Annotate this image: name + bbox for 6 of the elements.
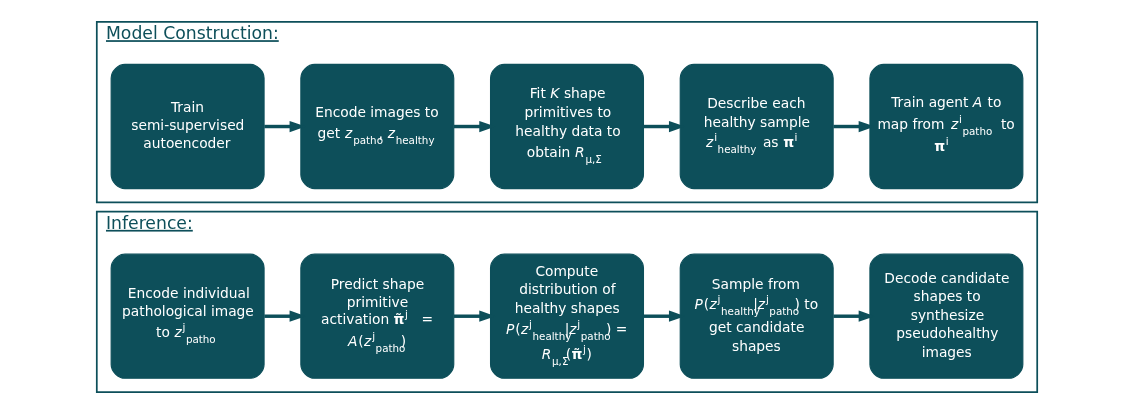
node-box: Describe each healthy sample z$^{i}$$_{healthy}$ as π$^{i}$: [679, 63, 834, 190]
node-box: Decode candidate shapes to synthesize pseudohealthy images: [868, 253, 1023, 379]
node-box: Train agent A to map from z$^{i}$$_{patho}$ to π$^{i}$: [868, 63, 1023, 190]
node-box: Train semi-supervised autoencoder: [110, 63, 265, 190]
node-box: Fit K shape primitives to healthy data to obtain R$_{μ,Σ}$: [489, 63, 644, 190]
node-box: Encode images to get z$_{patho}$, z$_{healthy}$: [299, 63, 454, 190]
